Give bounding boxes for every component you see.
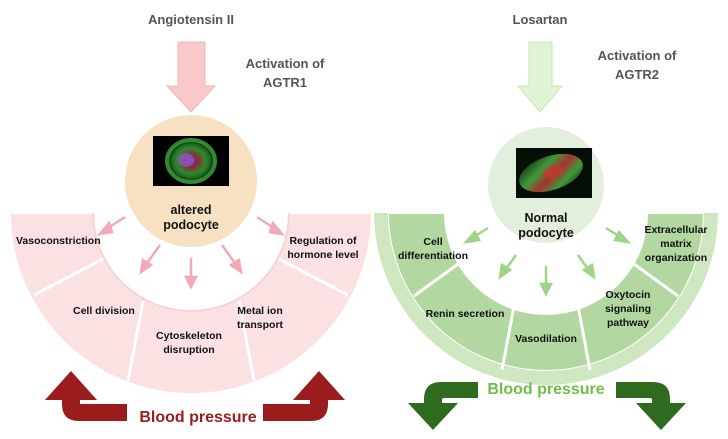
right-cell-diff-label-2: differentiation [398, 250, 468, 262]
right-ecm-label-1: Extracellular [644, 224, 707, 236]
left-activation-line1: Activation of [246, 56, 325, 71]
left-center-line1: altered [171, 203, 212, 217]
left-small-arrows [96, 215, 286, 290]
left-bp-up-arrow-right [263, 371, 345, 421]
left-cytoskeleton-label-1: Cytoskeleton [156, 330, 222, 342]
right-ecm-label-2: matrix [660, 238, 692, 250]
left-activation-line2: AGTR1 [263, 75, 307, 90]
right-panel: Losartan Activation of AGTR2 Cell differ… [374, 12, 718, 430]
right-vasodilation-label: Vasodilation [515, 333, 577, 345]
left-bp-up-arrow-left [45, 371, 127, 421]
right-oxytocin-label-2: signaling [605, 303, 651, 315]
left-cell-division-label: Cell division [73, 305, 135, 317]
right-bp-down-arrow-right [616, 382, 686, 430]
right-renin-label: Renin secretion [426, 308, 505, 320]
left-blood-pressure-label: Blood pressure [139, 409, 256, 426]
left-cytoskeleton-label-2: disruption [163, 344, 214, 356]
right-oxytocin-label-1: Oxytocin [606, 289, 651, 301]
right-center-line1: Normal [524, 211, 567, 225]
left-panel: Angiotensin II Activation of AGTR1 Vasoc… [8, 12, 374, 426]
right-bp-down-arrow-left [408, 382, 478, 430]
right-activation-line2: AGTR2 [615, 67, 659, 82]
right-drug-label: Losartan [513, 12, 568, 27]
left-regulation-label-1: Regulation of [289, 235, 357, 247]
left-drug-label: Angiotensin II [148, 12, 234, 27]
right-down-arrow [516, 41, 564, 113]
right-oxytocin-label-3: pathway [607, 317, 649, 329]
right-cell-diff-label-1: Cell [423, 236, 442, 248]
left-vasoconstriction-label: Vasoconstriction [16, 235, 101, 247]
left-regulation-label-2: hormone level [287, 249, 358, 261]
right-center-line2: podocyte [518, 226, 574, 240]
left-down-arrow [165, 41, 217, 113]
left-ring-dividers [33, 256, 349, 382]
right-small-arrows [462, 226, 632, 297]
left-center-line2: podocyte [163, 218, 219, 232]
left-metal-ion-label-1: Metal ion [237, 305, 283, 317]
right-blood-pressure-label: Blood pressure [487, 381, 604, 398]
left-metal-ion-label-2: transport [237, 319, 284, 331]
right-ring-dividers [413, 262, 679, 371]
right-activation-line1: Activation of [598, 48, 677, 63]
right-ecm-label-3: organization [645, 252, 707, 264]
